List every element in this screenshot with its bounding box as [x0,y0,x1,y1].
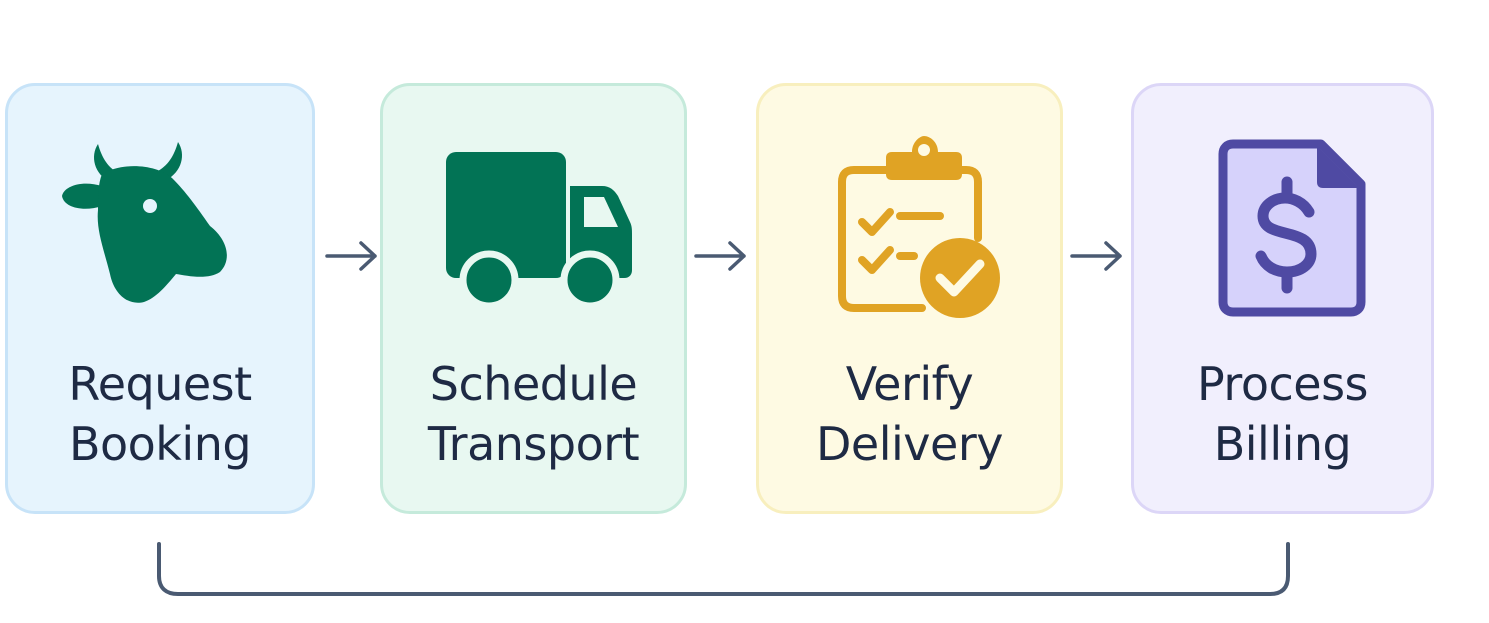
step-label-line-1: Request [68,357,252,411]
step-label-line-2: Billing [1213,417,1352,471]
step-label-request-booking: Request Booking [8,354,312,474]
step-card-verify-delivery: Verify Delivery [756,83,1063,514]
step-label-line-1: Process [1197,357,1369,411]
step-card-process-billing: Process Billing [1131,83,1434,514]
step-label-line-2: Transport [427,417,640,471]
clipboard-check-icon [810,126,1010,326]
step-label-line-1: Schedule [429,357,638,411]
step-card-request-booking: Request Booking [5,83,315,514]
flow-arrow-1 [323,238,383,274]
step-label-line-2: Delivery [816,417,1003,471]
step-card-schedule-transport: Schedule Transport [380,83,687,514]
cow-icon [60,126,260,326]
flow-arrow-2 [692,238,752,274]
step-label-schedule-transport: Schedule Transport [383,354,684,474]
truck-icon [434,126,634,326]
step-label-process-billing: Process Billing [1134,354,1431,474]
invoice-dollar-icon [1183,126,1383,326]
step-label-line-1: Verify [845,357,974,411]
loop-connector [150,538,1300,608]
flow-arrow-3 [1068,238,1128,274]
step-label-line-2: Booking [68,417,252,471]
step-label-verify-delivery: Verify Delivery [759,354,1060,474]
